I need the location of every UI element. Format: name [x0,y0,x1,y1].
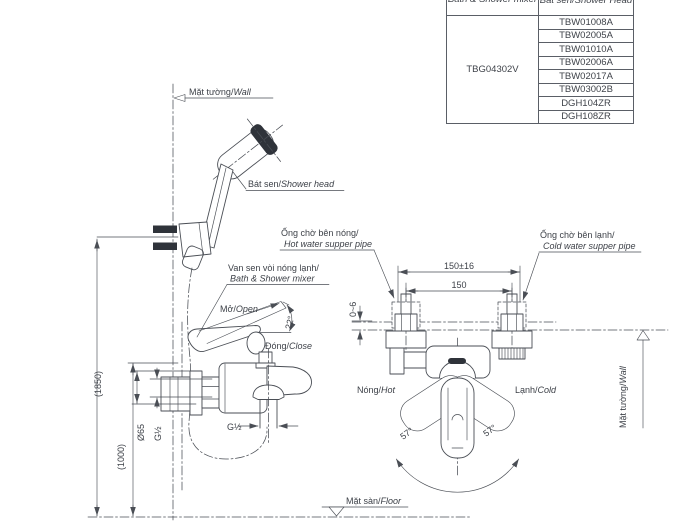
cold-label: Lạnh/Cold [515,385,557,395]
side-view-diagram: Mặt tường/Wall Bát sen/Shower head [93,83,345,521]
hot-label: Nóng/Hot [357,385,396,395]
wall-left-label: Mặt tường/Wall [189,87,252,97]
shower-hose [187,267,268,460]
table-header-shower: Bát sen/Shower Head [538,0,633,15]
open-angle-label: 22° [283,314,296,330]
shower-head-group [200,118,283,249]
dim-1850-label: (1850) [93,371,103,397]
hose-connector [181,245,204,271]
table-row: TBW03002B [538,82,633,96]
handle-center [440,377,475,459]
dim-0-6-label: 0~6 [348,302,358,317]
floor-group: Mặt sàn/Floor [87,496,471,518]
table-header-mixer: Bath & Shower mixer [447,0,538,15]
table-row: DGH104ZR [538,96,633,110]
hot-pipe-label-vi: Ống chờ bên nóng/ [281,227,359,238]
dim-150-label: 150 [451,280,466,290]
table-row: TBW02006A [538,55,633,69]
shower-head-label: Bát sen/Shower head [248,179,335,189]
table-row: TBW02017A [538,69,633,83]
front-view-diagram: Ống chờ bên nóng/ Hot water supper pipe … [279,227,669,493]
table-row: TBW01008A [538,15,633,29]
hot-elbow [389,347,405,375]
cold-pipe-label-vi: Ống chờ bên lạnh/ [540,229,615,240]
table-row: TBW02005A [538,28,633,42]
table-row: TBW01010A [538,42,633,56]
wall-arrow-icon [173,94,186,102]
flange [189,370,203,416]
hex-nut [201,376,220,409]
wall-gap-dimension: 0~6 [348,302,373,346]
mixer-callout: Van sen vòi nóng lạnh/ Bath & Shower mix… [196,263,330,338]
hot-pipe-callout: Ống chờ bên nóng/ Hot water supper pipe [279,227,395,299]
lever-open-outline [198,301,287,344]
wall-arrow-icon [636,330,650,341]
close-label: Đóng/Close [265,341,312,351]
adjusting-ring [498,347,526,360]
wall-right-label: Mặt tường/Wall [618,365,628,428]
mixer-label-vi: Van sen vòi nóng lạnh/ [228,263,319,273]
table-row: DGH108ZR [538,109,633,123]
dia-65-label: Ø65 [136,424,146,441]
model-table: Bath & Shower mixer Bát sen/Shower Head … [446,0,634,124]
g-half-wall-label: G½ [153,426,163,441]
hot-pipe-label-en: Hot water supper pipe [284,239,372,249]
swing-arc [395,458,520,493]
cold-pipe-callout: Ống chờ bên lạnh/ Cold water supper pipe [522,229,642,301]
wall-left-callout: Mặt tường/Wall [173,87,274,102]
floor-label: Mặt sàn/Floor [346,496,402,506]
cold-supply-pipe [491,293,533,360]
diverter-knob [258,351,273,364]
shower-head-callout: Bát sen/Shower head [232,171,345,191]
width-dimensions: 150±16 150 [397,261,521,303]
dim-1000-label: (1000) [116,444,126,470]
cold-pipe-label-en: Cold water supper pipe [543,241,636,251]
table-model-cell: TBG04302V [447,15,538,123]
shower-hanger-group [96,221,212,271]
wall-right-callout: Mặt tường/Wall [618,330,650,429]
open-close-annotations: Mở/Open Đóng/Close 22° [220,301,312,351]
dim-150-16-label: 150±16 [444,261,474,271]
g-half-outlet-label: G½ [227,422,242,432]
mixer-dimensions: Ø65 G½ G½ [131,367,299,441]
screw-icon [153,242,177,250]
height-dimensions: (1850) (1000) [93,238,179,517]
screw-icon [153,225,177,233]
open-label: Mở/Open [220,304,258,314]
mixer-front-group: 57° 57° [395,345,520,493]
mixer-label-en: Bath & Shower mixer [230,274,316,284]
floor-arrow-icon [328,506,345,517]
lever-closed [187,325,261,353]
hot-escutcheon [385,330,427,349]
hot-supply-pipe [385,293,429,375]
